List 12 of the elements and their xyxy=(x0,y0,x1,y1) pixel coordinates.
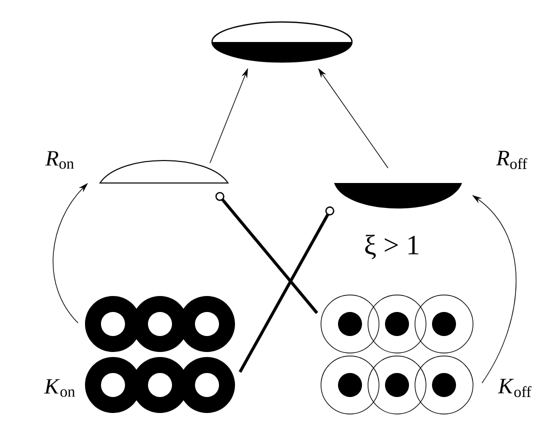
symbol-label: K$_{off}$ xyxy=(498,378,532,398)
dotted-circle-cluster-drawing xyxy=(320,294,474,414)
condition-label: ξ > 1 xyxy=(365,234,418,260)
ring-cluster-drawing xyxy=(85,296,235,413)
symbol-label: K$_{on}$ xyxy=(44,379,75,397)
arrow xyxy=(215,192,318,314)
dome-shape xyxy=(100,160,228,184)
bowl-shape xyxy=(334,183,462,208)
symbol-label: R$_{on}$ xyxy=(45,151,74,169)
ellipse-shape xyxy=(211,21,353,63)
arrow xyxy=(238,206,334,373)
symbol-label: R$_{off}$ xyxy=(496,150,528,170)
